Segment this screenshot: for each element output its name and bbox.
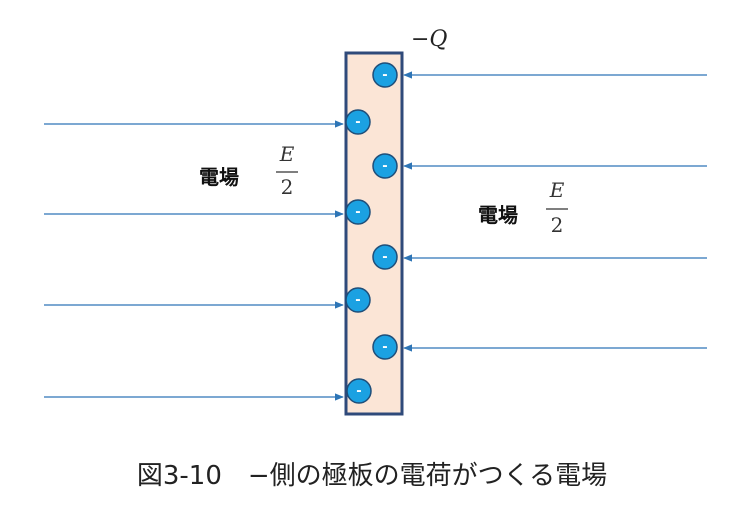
charge-sign: -: [382, 250, 387, 265]
plate-charges: - - - - - - - -: [345, 62, 398, 404]
charge-sign: -: [382, 159, 387, 174]
charge-sign: -: [355, 205, 360, 220]
negative-charge: -: [372, 153, 398, 179]
left-field-word: 電場: [199, 165, 239, 189]
negative-charge: -: [372, 334, 398, 360]
right-field-label: 電場 E 2: [478, 178, 568, 237]
right-field-word: 電場: [478, 203, 518, 227]
negative-charge: -: [372, 244, 398, 270]
negative-plate: [344, 51, 404, 416]
negative-charge: -: [345, 199, 371, 225]
left-field-arrows: [44, 120, 344, 401]
plate-charge-label: −Q: [411, 27, 447, 52]
negative-charge: -: [345, 109, 371, 135]
left-field-label: 電場 E 2: [199, 142, 298, 199]
charge-sign: -: [355, 293, 360, 308]
left-field-denominator: 2: [281, 175, 294, 199]
negative-charge: -: [345, 287, 371, 313]
negative-charge: -: [346, 378, 372, 404]
charge-sign: -: [382, 340, 387, 355]
charge-sign: -: [355, 115, 360, 130]
right-field-denominator: 2: [551, 213, 564, 237]
left-field-numerator: E: [279, 142, 295, 166]
negative-charge: -: [372, 62, 398, 88]
charge-sign: -: [382, 68, 387, 83]
right-field-numerator: E: [549, 178, 565, 202]
figure-caption: 図3-10 −側の極板の電荷がつくる電場: [137, 461, 607, 491]
charge-sign: -: [356, 384, 361, 399]
right-field-arrows: [403, 71, 707, 352]
